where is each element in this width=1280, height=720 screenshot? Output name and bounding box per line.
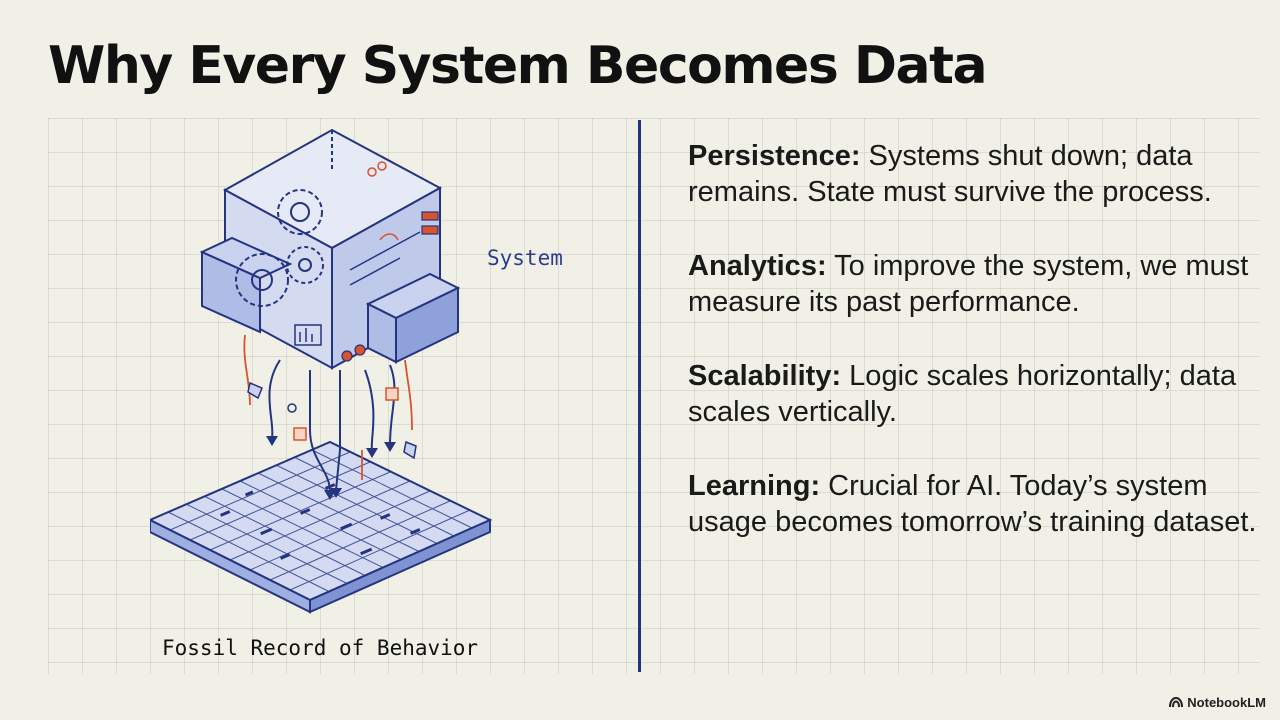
- gear-icon: [235, 189, 324, 307]
- point-term: Learning:: [688, 470, 821, 502]
- point-text: Logic scales horizontally; data scales v…: [688, 360, 1237, 428]
- point-persistence: Persistence: Systems shut down; data rem…: [688, 138, 1258, 210]
- vertical-divider: [638, 120, 641, 672]
- point-term: Analytics:: [688, 250, 827, 282]
- system-machine: [199, 128, 461, 370]
- point-term: Scalability:: [688, 360, 842, 392]
- data-flow-arrows: [268, 359, 396, 493]
- system-to-data-illustration: [150, 128, 493, 614]
- point-text: Crucial for AI. Today’s system usage bec…: [688, 470, 1257, 538]
- system-label: System: [487, 246, 563, 270]
- point-term: Persistence:: [688, 140, 861, 172]
- fossil-record-label: Fossil Record of Behavior: [162, 636, 479, 660]
- data-grid-platform: [150, 440, 493, 614]
- brand-name: NotebookLM: [1187, 695, 1266, 710]
- point-text: To improve the system, we must measure i…: [688, 250, 1249, 318]
- brand-watermark: NotebookLM: [1169, 695, 1266, 710]
- slide-title: Why Every System Becomes Data: [48, 36, 988, 96]
- point-scalability: Scalability: Logic scales horizontally; …: [688, 358, 1258, 430]
- key-points-list: Persistence: Systems shut down; data rem…: [688, 138, 1258, 540]
- point-analytics: Analytics: To improve the system, we mus…: [688, 248, 1258, 320]
- point-learning: Learning: Crucial for AI. Today’s system…: [688, 468, 1258, 540]
- point-text: Systems shut down; data remains. State m…: [688, 140, 1212, 208]
- notebooklm-logo-icon: [1169, 697, 1184, 708]
